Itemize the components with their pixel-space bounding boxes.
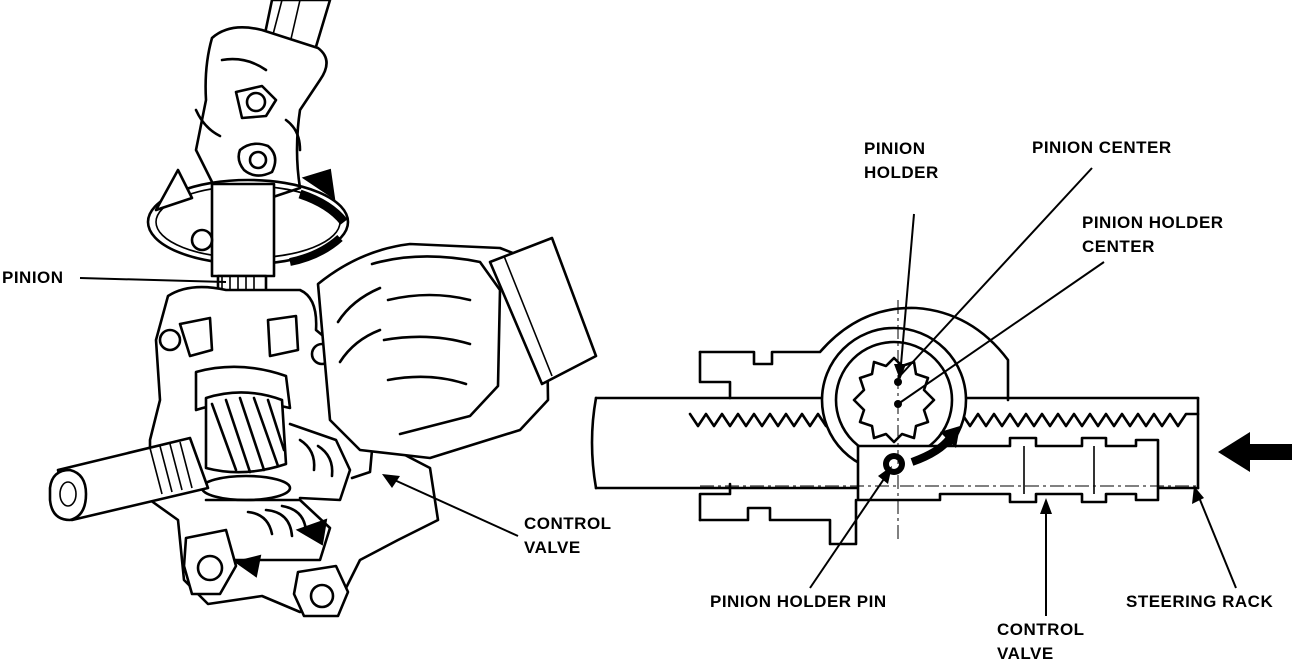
pin-rotation-arrow bbox=[910, 435, 954, 466]
gear-housing bbox=[148, 285, 440, 618]
label-pinion-holder-center-line2: CENTER bbox=[1082, 237, 1155, 256]
label-control-valve-left-line1: CONTROL bbox=[524, 514, 612, 533]
right-leaders bbox=[809, 167, 1237, 616]
label-pinion-holder-line2: HOLDER bbox=[864, 163, 939, 182]
universal-joint bbox=[194, 26, 328, 200]
left-rack-tube bbox=[48, 436, 210, 522]
force-arrow bbox=[1218, 432, 1292, 472]
label-pinion-center: PINION CENTER bbox=[1032, 138, 1172, 157]
pinion-gear bbox=[852, 356, 936, 444]
label-control-valve-left-line2: VALVE bbox=[524, 538, 581, 557]
label-control-valve-right-line1: CONTROL bbox=[997, 620, 1085, 639]
label-pinion-holder-pin: PINION HOLDER PIN bbox=[710, 592, 887, 611]
control-valve-leader-left bbox=[389, 477, 519, 537]
label-pinion-holder-line1: PINION bbox=[864, 139, 926, 158]
label-control-valve-right-line2: VALVE bbox=[997, 644, 1054, 663]
gearbox-illustration bbox=[48, 0, 598, 618]
control-valve-leader-left-arrow bbox=[382, 474, 400, 488]
label-steering-rack: STEERING RACK bbox=[1126, 592, 1274, 611]
rack-cross-section bbox=[590, 300, 1292, 546]
pinion-leader bbox=[79, 277, 227, 283]
label-pinion: PINION bbox=[2, 268, 64, 287]
right-rack-housing bbox=[316, 236, 598, 460]
label-pinion-holder-center-line1: PINION HOLDER bbox=[1082, 213, 1224, 232]
